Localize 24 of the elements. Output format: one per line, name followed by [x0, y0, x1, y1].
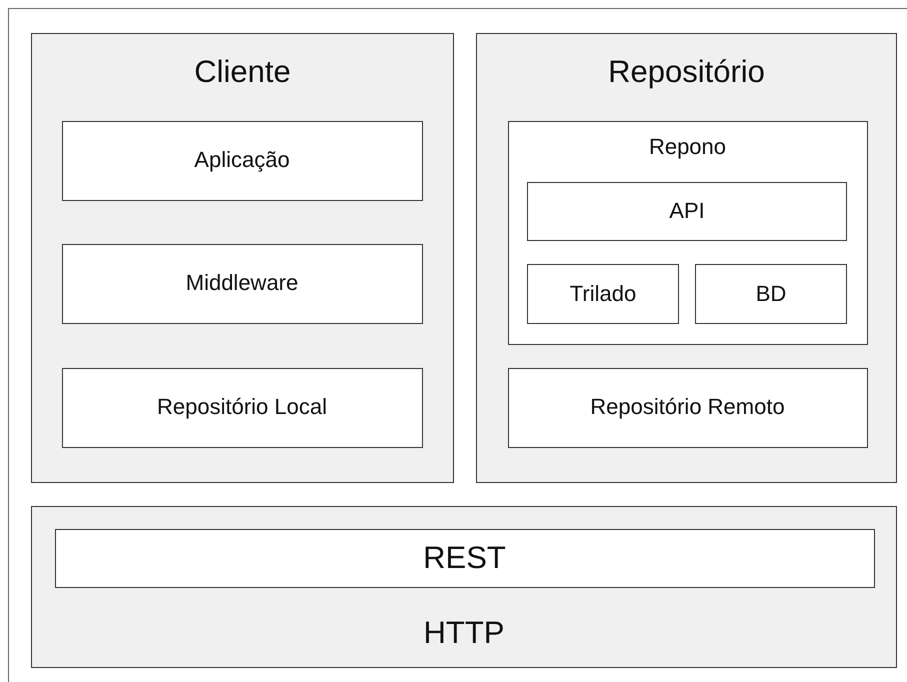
layer-panel	[31, 506, 897, 668]
component-box	[508, 368, 868, 448]
component-box	[695, 264, 847, 324]
group-title: Cliente	[193, 54, 292, 90]
group-title: HTTP	[422, 615, 506, 651]
component-box	[527, 182, 847, 241]
component-box	[62, 368, 422, 448]
component-box	[62, 120, 422, 200]
component-label: Aplicação	[193, 147, 291, 174]
component-label: Trilado	[568, 280, 638, 307]
component-label: API	[668, 198, 706, 224]
component-box	[527, 264, 679, 324]
layer-panel	[476, 33, 897, 483]
component-box	[62, 244, 422, 324]
component-box	[508, 120, 868, 344]
layer-panel	[31, 33, 454, 483]
component-label: BD	[754, 280, 788, 307]
component-box	[54, 528, 874, 588]
component-label: Repositório Remoto	[589, 394, 786, 420]
component-label: Middleware	[184, 270, 300, 296]
group-title: Repositório	[607, 54, 766, 90]
group-title: Repono	[648, 134, 728, 160]
component-label: REST	[422, 540, 507, 576]
component-label: Repositório Local	[156, 394, 328, 420]
